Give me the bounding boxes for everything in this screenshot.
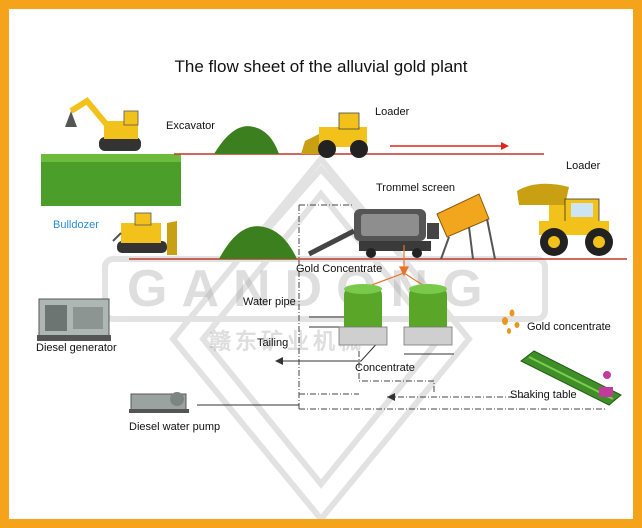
label-diesel-water-pump: Diesel water pump bbox=[129, 421, 221, 433]
label-loader-right: Loader bbox=[566, 160, 601, 172]
label-excavator: Excavator bbox=[166, 120, 215, 132]
label-gold-concentrate-top: Gold Concentrate bbox=[296, 263, 383, 275]
flow-lines bbox=[298, 204, 607, 410]
trommel-screen-icon bbox=[307, 209, 439, 258]
shaking-table-icon bbox=[520, 350, 622, 406]
bulldozer-icon bbox=[112, 212, 177, 255]
hopper-icon bbox=[436, 193, 496, 260]
excavator-icon bbox=[65, 97, 141, 151]
label-loader-top: Loader bbox=[375, 106, 410, 118]
label-diesel-generator: Diesel generator bbox=[36, 342, 117, 354]
label-gold-concentrate-right: Gold concentrate bbox=[527, 321, 611, 333]
label-shaking-table: Shaking table bbox=[510, 389, 577, 401]
ore-pile-middle bbox=[219, 226, 297, 259]
page-title: The flow sheet of the alluvial gold plan… bbox=[174, 57, 468, 76]
label-water-pipe: Water pipe bbox=[243, 296, 296, 308]
diesel-generator-icon bbox=[37, 298, 111, 341]
flow-arrow-top bbox=[390, 142, 509, 150]
grass-field bbox=[41, 154, 181, 206]
watermark-chinese: 赣东矿业机械 bbox=[209, 329, 366, 354]
diagram-canvas bbox=[37, 97, 627, 413]
ore-pile-top bbox=[214, 126, 279, 154]
label-concentrate: Concentrate bbox=[355, 362, 415, 374]
centrifugal-concentrator-icon bbox=[338, 284, 453, 346]
wheel-loader-right-icon bbox=[517, 183, 613, 256]
label-trommel-screen: Trommel screen bbox=[376, 182, 456, 194]
label-bulldozer: Bulldozer bbox=[53, 219, 99, 231]
gold-nugget-icon bbox=[502, 309, 520, 334]
water-pump-icon bbox=[129, 392, 189, 413]
label-tailing: Tailing bbox=[257, 337, 289, 349]
wheel-loader-icon bbox=[301, 112, 368, 158]
